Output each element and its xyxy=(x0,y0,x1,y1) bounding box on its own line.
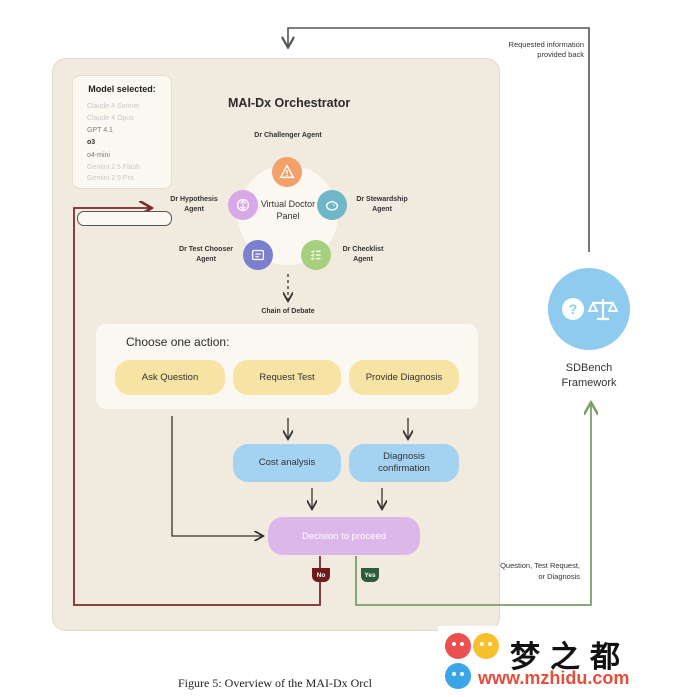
hypothesis-agent-label: Dr Hypothesis Agent xyxy=(170,196,218,213)
no-loop-arrow xyxy=(73,208,321,606)
model-option: Claude 4 Opus xyxy=(87,115,134,122)
cost-analysis-box: Cost analysis xyxy=(233,444,341,482)
diagnosis-confirmation-box: Diagnosis confirmation xyxy=(349,444,459,482)
checklist-agent-label: Dr Checklist Agent xyxy=(342,246,384,263)
stewardship-agent-icon xyxy=(317,190,347,220)
model-option: o4-mini xyxy=(87,152,110,159)
challenger-agent-label: Dr Challenger Agent xyxy=(254,132,322,139)
request-test-action: Request Test xyxy=(233,360,341,395)
challenger-agent-icon xyxy=(272,157,302,187)
decision-to-proceed-box: Decision to proceed xyxy=(268,517,420,555)
model-selected-highlight xyxy=(77,211,172,226)
virtual-doctor-panel-label: Virtual Doctor Panel xyxy=(260,199,316,221)
model-selector-title: Model selected: xyxy=(88,84,156,94)
provide-diagnosis-action: Provide Diagnosis xyxy=(349,360,459,395)
sdbench-icon: ? xyxy=(548,268,630,350)
hypothesis-agent-icon xyxy=(228,190,258,220)
ask-question-arrow xyxy=(171,416,262,536)
model-option: Claude 4 Sonnet xyxy=(87,103,140,110)
ask-question-action: Ask Question xyxy=(115,360,225,395)
test-chooser-agent-label: Dr Test Chooser Agent xyxy=(179,246,233,263)
no-badge: No xyxy=(312,568,330,582)
orchestrator-title: MAI-Dx Orchestrator xyxy=(228,96,351,110)
yes-arrow xyxy=(355,404,591,606)
model-option-selected: o3 xyxy=(87,139,96,146)
yes-badge: Yes xyxy=(361,568,379,582)
checklist-agent-icon xyxy=(301,240,331,270)
svg-text:?: ? xyxy=(569,301,578,317)
requested-info-label: Requested information provided back xyxy=(508,40,584,59)
sdbench-label: SDBench Framework xyxy=(561,362,617,389)
choose-action-title: Choose one action: xyxy=(126,335,230,349)
model-selector: Model selected: Claude 4 Sonnet Claude 4… xyxy=(72,75,172,226)
model-option: Gemini 2.5 Flash xyxy=(87,164,140,171)
feedback-arrow xyxy=(288,27,590,252)
figure-caption: Figure 5: Overview of the MAI-Dx Orcl xyxy=(178,676,372,690)
stewardship-agent-label: Dr Stewardship Agent xyxy=(356,196,408,213)
chain-of-debate-label: Chain of Debate xyxy=(261,308,315,315)
question-test-diagnosis-label: Question, Test Request, or Diagnosis xyxy=(500,561,580,581)
watermark-title: 梦之都 xyxy=(510,641,630,674)
model-option: GPT 4.1 xyxy=(87,127,113,134)
watermark-url: www.mzhidu.com xyxy=(478,668,630,688)
model-option: Gemini 2.5 Pro xyxy=(87,175,134,182)
watermark-logo-icon xyxy=(445,633,499,689)
test-chooser-agent-icon xyxy=(243,240,273,270)
